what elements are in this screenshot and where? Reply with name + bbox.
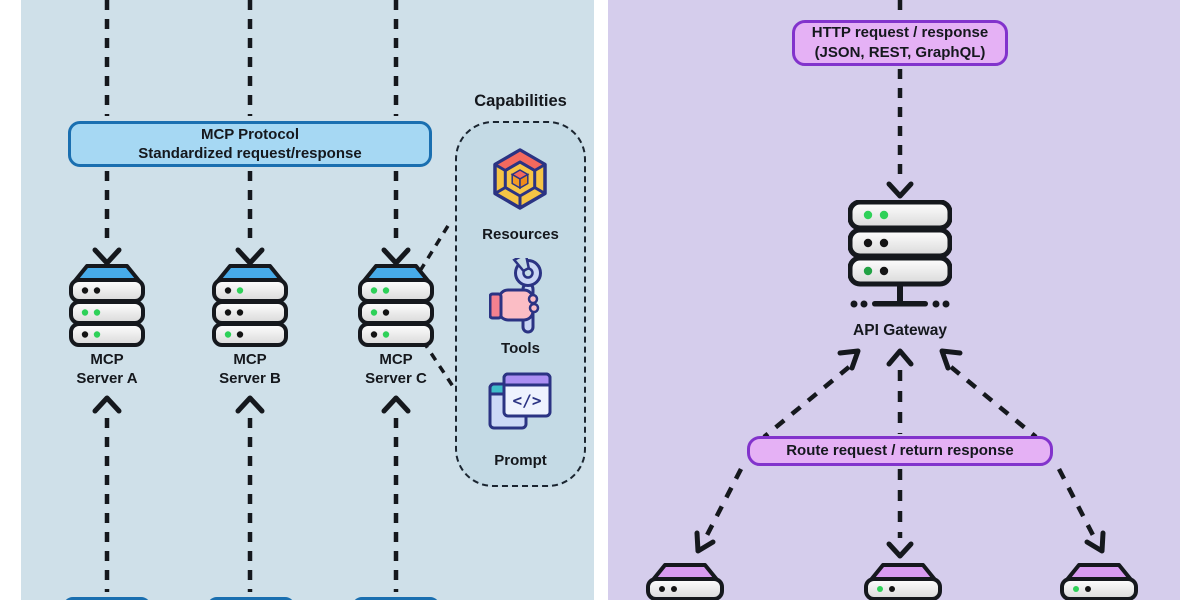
mcp-server-c-icon [358,264,434,347]
tools-hand-wrench-icon [489,258,542,334]
backend-server-icon [1060,563,1138,600]
backend-server-icon [864,563,942,600]
resources-cube-icon [493,148,547,210]
capabilities-title: Capabilities [474,92,567,110]
http-box-line2: (JSON, REST, GraphQL) [814,44,986,61]
server-label-line1: MCP [379,351,413,368]
api-gateway-label: API Gateway [853,322,947,339]
code-glyph: </> [513,391,542,410]
mcp-protocol-box: MCP Protocol Standardized request/respon… [68,121,432,167]
backend-server-icon [646,563,724,600]
http-request-box: HTTP request / response (JSON, REST, Gra… [792,20,1008,66]
server-label-line1: MCP [90,351,124,368]
mcp-server-c-label: MCP Server C [336,350,456,388]
api-gateway-icon [848,200,952,308]
route-request-box: Route request / return response [747,436,1053,466]
server-label-line1: MCP [233,351,267,368]
mcp-server-a-label: MCP Server A [47,350,167,388]
resources-label: Resources [482,226,559,243]
server-label-line2: Server A [76,370,138,387]
mcp-protocol-line1: MCP Protocol [200,126,300,143]
route-box-label: Route request / return response [786,442,1014,459]
mcp-server-a-icon [69,264,145,347]
http-box-line1: HTTP request / response [811,24,989,41]
server-label-line2: Server C [365,370,427,387]
mcp-protocol-line2: Standardized request/response [138,145,362,162]
mcp-server-b-label: MCP Server B [190,350,310,388]
mcp-server-b-icon [212,264,288,347]
prompt-label: Prompt [494,452,547,469]
server-label-line2: Server B [219,370,281,387]
prompt-code-window-icon: </> [488,372,552,430]
tools-label: Tools [501,340,540,357]
